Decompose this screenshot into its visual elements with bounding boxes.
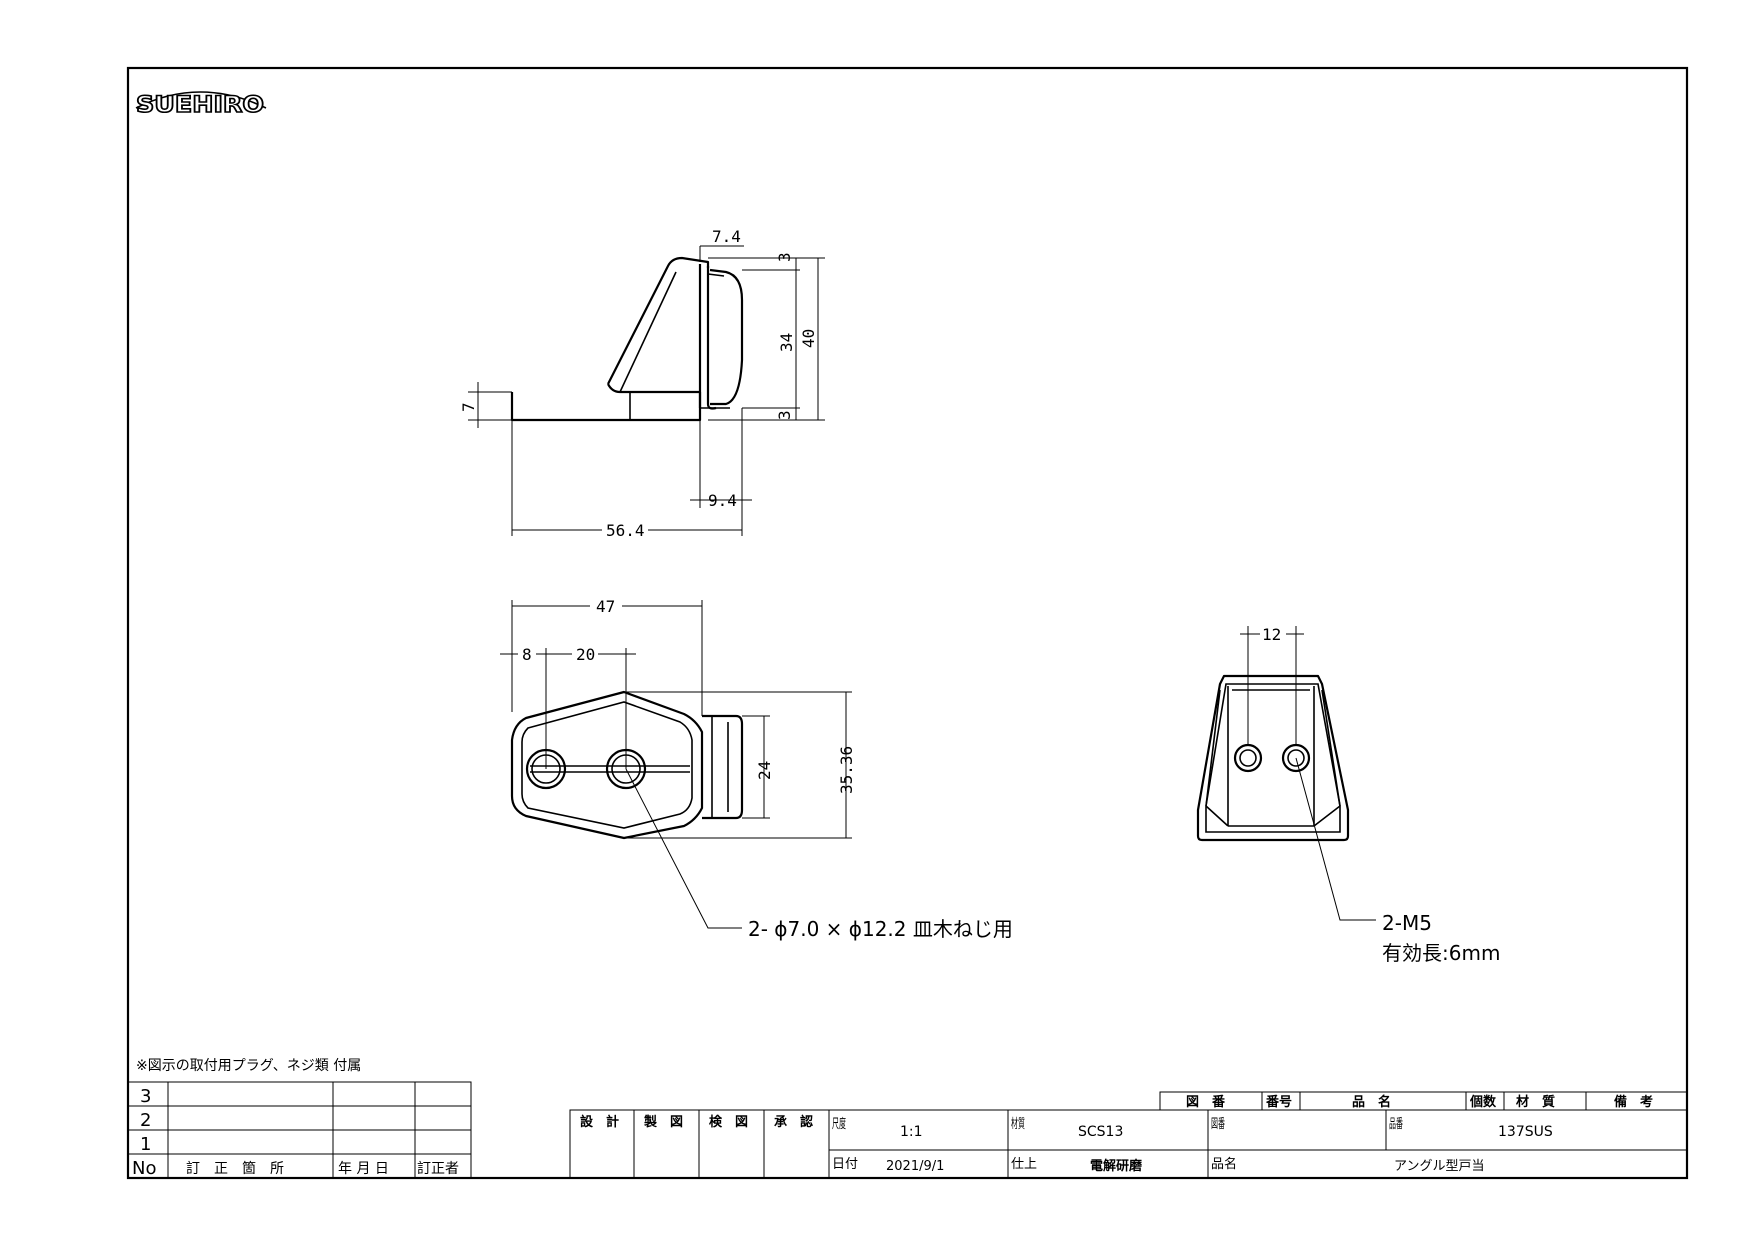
dim-35-36: 35.36 — [837, 746, 856, 794]
logo-text: SUEHIRO — [136, 93, 264, 118]
thread-length-annotation: 有効長:6mm — [1382, 941, 1500, 965]
revision-header-date: 年 月 日 — [338, 1161, 389, 1177]
sheet-border — [126, 66, 1689, 1180]
dim-56-4: 56.4 — [606, 521, 645, 540]
sign-drafting-label: 製 図 — [643, 1114, 683, 1130]
title-block: 設 計 製 図 検 図 承 認 尺度 1:1 材質 SCS13 図番 品番 13… — [569, 1109, 1688, 1179]
name-value: アングル型戸当 — [1394, 1159, 1484, 1174]
scale-value: 1:1 — [900, 1124, 923, 1140]
dim-9-4: 9.4 — [708, 491, 737, 510]
parts-list-header: 図 番 番号 品 名 個数 材 質 備 考 — [1159, 1091, 1688, 1111]
thread-annotation: 2-M5 — [1382, 911, 1432, 935]
parts-header-drawing-no: 図 番 — [1186, 1094, 1226, 1110]
date-label: 日付 — [832, 1157, 858, 1172]
scale-label: 尺度 — [832, 1116, 846, 1132]
side-view: 7.4 3 34 40 3 7 9.4 56.4 — [459, 227, 825, 540]
dim-12: 12 — [1262, 625, 1281, 644]
revision-header-location: 訂 正 箇 所 — [186, 1160, 284, 1177]
dim-40: 40 — [799, 329, 818, 348]
dim-20: 20 — [576, 645, 595, 664]
dim-47: 47 — [596, 597, 615, 616]
parts-header-name: 品 名 — [1352, 1094, 1391, 1110]
dim-34: 34 — [777, 333, 796, 352]
revision-row-1: 1 — [140, 1134, 151, 1155]
dim-7-4: 7.4 — [712, 227, 741, 246]
material-label: 材質 — [1011, 1117, 1025, 1132]
sign-check-label: 検 図 — [709, 1114, 748, 1130]
dim-8: 8 — [522, 645, 532, 664]
name-label: 品名 — [1211, 1156, 1237, 1172]
dim-24: 24 — [755, 761, 774, 780]
date-value: 2021/9/1 — [886, 1159, 944, 1174]
finish-value: 電解研磨 — [1090, 1158, 1142, 1174]
parts-header-remarks: 備 考 — [1614, 1094, 1653, 1110]
dim-7: 7 — [459, 402, 478, 412]
revision-header-editor: 訂正者 — [417, 1161, 459, 1177]
top-view: 47 8 20 24 35.36 2- ϕ7.0 × ϕ12.2 皿木ねじ用 — [500, 596, 1013, 941]
hole-annotation: 2- ϕ7.0 × ϕ12.2 皿木ねじ用 — [748, 917, 1013, 941]
dim-3-bottom: 3 — [775, 410, 794, 420]
accessory-note: ※図示の取付用プラグ、ネジ類 付属 — [136, 1058, 361, 1074]
part-no-label: 品番 — [1389, 1117, 1403, 1132]
revision-row-2: 2 — [140, 1110, 151, 1131]
dim-3-top: 3 — [775, 252, 794, 262]
revision-table: 3 2 1 No 訂 正 箇 所 年 月 日 訂正者 — [127, 1081, 472, 1179]
part-no-value: 137SUS — [1498, 1124, 1553, 1140]
front-view: 12 2-M5 有効長:6mm — [1196, 624, 1500, 965]
sign-design-label: 設 計 — [580, 1114, 619, 1130]
revision-header-no: No — [132, 1158, 156, 1179]
parts-header-quantity: 個数 — [1469, 1094, 1497, 1110]
sign-approval-label: 承 認 — [774, 1114, 813, 1130]
finish-label: 仕上 — [1011, 1157, 1037, 1172]
parts-header-material: 材 質 — [1516, 1094, 1555, 1110]
material-value: SCS13 — [1078, 1124, 1123, 1140]
suehiro-logo: SUEHIRO — [135, 91, 267, 119]
revision-row-3: 3 — [140, 1086, 151, 1107]
drawing-no-label: 図番 — [1211, 1117, 1225, 1132]
parts-header-number: 番号 — [1265, 1094, 1292, 1110]
